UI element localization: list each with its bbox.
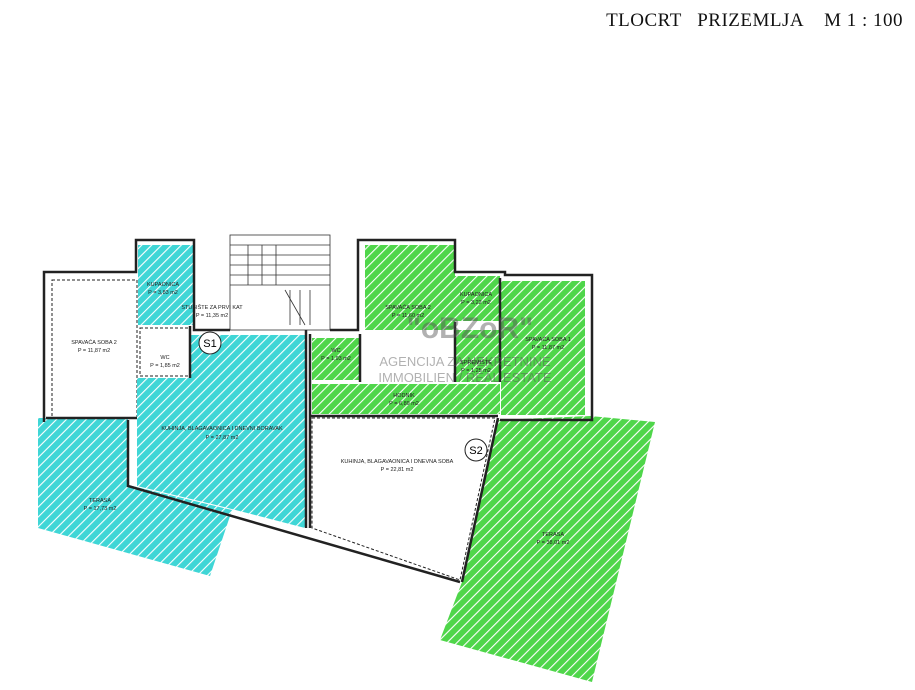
label-name: STUBIŠTE ZA PRVI KAT bbox=[181, 304, 243, 311]
label-area: P = 22,81 m2 bbox=[381, 467, 414, 473]
room-terasa-s1 bbox=[38, 418, 232, 576]
label-name: SPAVAĆA SOBA 2 bbox=[385, 304, 431, 311]
room-kuhinja-s1 bbox=[137, 335, 305, 528]
label-area: P = 1,85 m2 bbox=[150, 363, 180, 369]
label-area: P = 38,01 m2 bbox=[537, 540, 570, 546]
room-wc-s1 bbox=[139, 327, 191, 377]
room-kuhinja-s2 bbox=[311, 417, 496, 581]
label-area: P = 3,22 m2 bbox=[461, 300, 491, 306]
apartment-s2 bbox=[311, 245, 655, 682]
watermark: "oBZoR" AGENCIJA ZA NEKRETNINE IMMOBILIE… bbox=[378, 312, 551, 385]
apartment-marker-s2: S2 bbox=[464, 438, 488, 462]
label-area: P = 11,87 m2 bbox=[78, 348, 110, 354]
label-name: WC bbox=[160, 355, 169, 361]
label-name: SPAVAĆA SOBA 2 bbox=[71, 339, 117, 346]
label-area: P = 6,89 m2 bbox=[389, 401, 419, 407]
apartment-marker-s1: S1 bbox=[198, 331, 222, 355]
label-area: P = 11,60 m2 bbox=[392, 313, 424, 319]
room-spavaca-soba-1-s2 bbox=[501, 281, 585, 415]
label-name: SPREMIŠTE bbox=[460, 359, 492, 366]
label-area: P = 27,87 m2 bbox=[206, 435, 239, 441]
label-name: SPAVAĆA SOBA 1 bbox=[525, 336, 571, 343]
staircase bbox=[229, 234, 331, 331]
label-name: TERASA bbox=[542, 532, 564, 538]
room-terasa-s2 bbox=[440, 416, 655, 682]
label-name: TERASA bbox=[89, 498, 111, 504]
room-hodnik-s2 bbox=[312, 384, 500, 414]
label-area: P = 3,83 m2 bbox=[148, 290, 178, 296]
room-kupaonica-s2 bbox=[455, 276, 500, 321]
label-area: P = 11,35 m2 bbox=[196, 313, 228, 319]
apartment-s1 bbox=[38, 245, 305, 576]
label-area: P = 17,73 m2 bbox=[84, 506, 117, 512]
label-name: KUHINJA, BLAGAVAONICA I DNEVNI BORAVAK bbox=[161, 426, 283, 432]
walls bbox=[42, 238, 594, 584]
label-name: KUPAONICA bbox=[460, 292, 492, 298]
label-name: KUHINJA, BLAGAVAONICA I DNEVNA SOBA bbox=[341, 459, 454, 465]
label-name: WC bbox=[331, 348, 340, 354]
room-kupaonica-s1 bbox=[138, 245, 193, 325]
label-area: P = 1,25 m2 bbox=[461, 368, 491, 374]
label-name: HODNIK bbox=[393, 393, 415, 399]
label-area: P = 11,87 m2 bbox=[532, 345, 564, 351]
room-spremiste-s2 bbox=[455, 330, 500, 382]
svg-text:S1: S1 bbox=[203, 338, 216, 350]
label-name: KUPAONICA bbox=[147, 282, 179, 288]
svg-text:IMMOBILIEN / REAL ESTATE: IMMOBILIEN / REAL ESTATE bbox=[378, 370, 551, 385]
drawing-title: TLOCRT PRIZEMLJA M 1 : 100 bbox=[606, 10, 903, 31]
svg-text:S2: S2 bbox=[469, 445, 482, 457]
svg-text:"oBZoR": "oBZoR" bbox=[407, 312, 534, 345]
room-wc-s2 bbox=[312, 338, 360, 380]
svg-text:AGENCIJA ZA NEKRETNINE: AGENCIJA ZA NEKRETNINE bbox=[379, 354, 551, 369]
label-area: P = 1,93 m2 bbox=[321, 356, 351, 362]
room-spavaca-soba-2-s2 bbox=[365, 245, 455, 330]
